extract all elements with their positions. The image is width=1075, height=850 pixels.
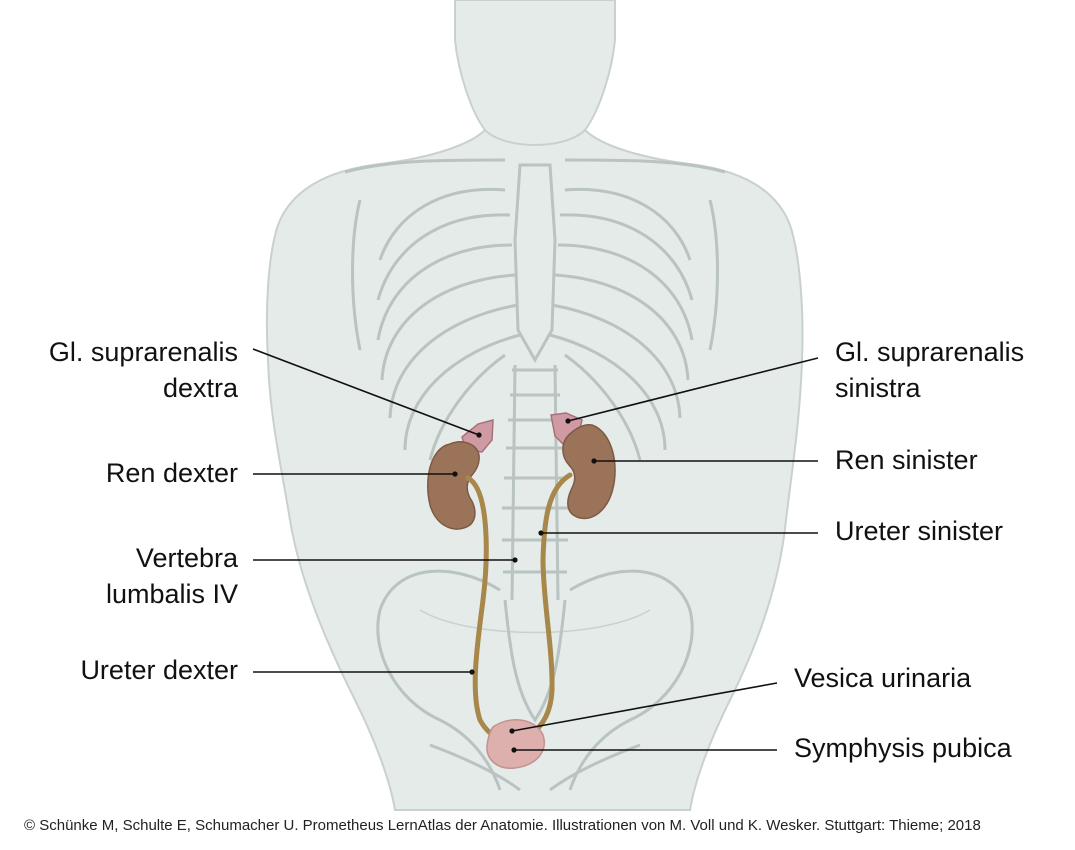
leader-lines	[252, 348, 819, 751]
label-vesica-urinaria: Vesica urinaria	[794, 663, 972, 693]
leader-vesica-urinaria	[511, 682, 778, 732]
pelvis-right	[376, 569, 502, 791]
urinary-organs	[427, 412, 616, 769]
label-ureter-sinister: Ureter sinister	[835, 516, 1004, 546]
clavicle-left	[564, 158, 726, 174]
ureter-left	[527, 472, 573, 738]
sternum	[513, 163, 557, 364]
leader-gl-suprarenalis-dextra	[252, 348, 480, 436]
clavicle-right	[344, 158, 506, 174]
kidney-left	[562, 424, 616, 520]
label-gl-suprarenalis-sinistra: Gl. suprarenalis sinistra	[835, 337, 1025, 403]
bladder	[486, 719, 545, 769]
leader-gl-suprarenalis-sinistra	[567, 357, 819, 422]
body-silhouette	[265, 0, 804, 811]
leader-dots	[452, 418, 597, 753]
label-ureter-dexter: Ureter dexter	[80, 655, 238, 685]
label-ren-sinister: Ren sinister	[835, 445, 978, 475]
label-symphysis-pubica: Symphysis pubica	[794, 733, 1012, 763]
label-vertebra-lumbalis-iv: Vertebra lumbalis IV	[105, 543, 238, 609]
label-gl-suprarenalis-dextra: Gl. suprarenalis dextra	[48, 337, 238, 403]
skeleton	[344, 158, 726, 792]
kidney-right	[427, 441, 480, 530]
ureter-right	[465, 475, 508, 745]
pelvis-left	[568, 569, 694, 791]
sacrum	[503, 599, 567, 723]
label-ren-dexter: Ren dexter	[105, 458, 238, 488]
copyright-credit: © Schünke M, Schulte E, Schumacher U. Pr…	[24, 817, 981, 834]
